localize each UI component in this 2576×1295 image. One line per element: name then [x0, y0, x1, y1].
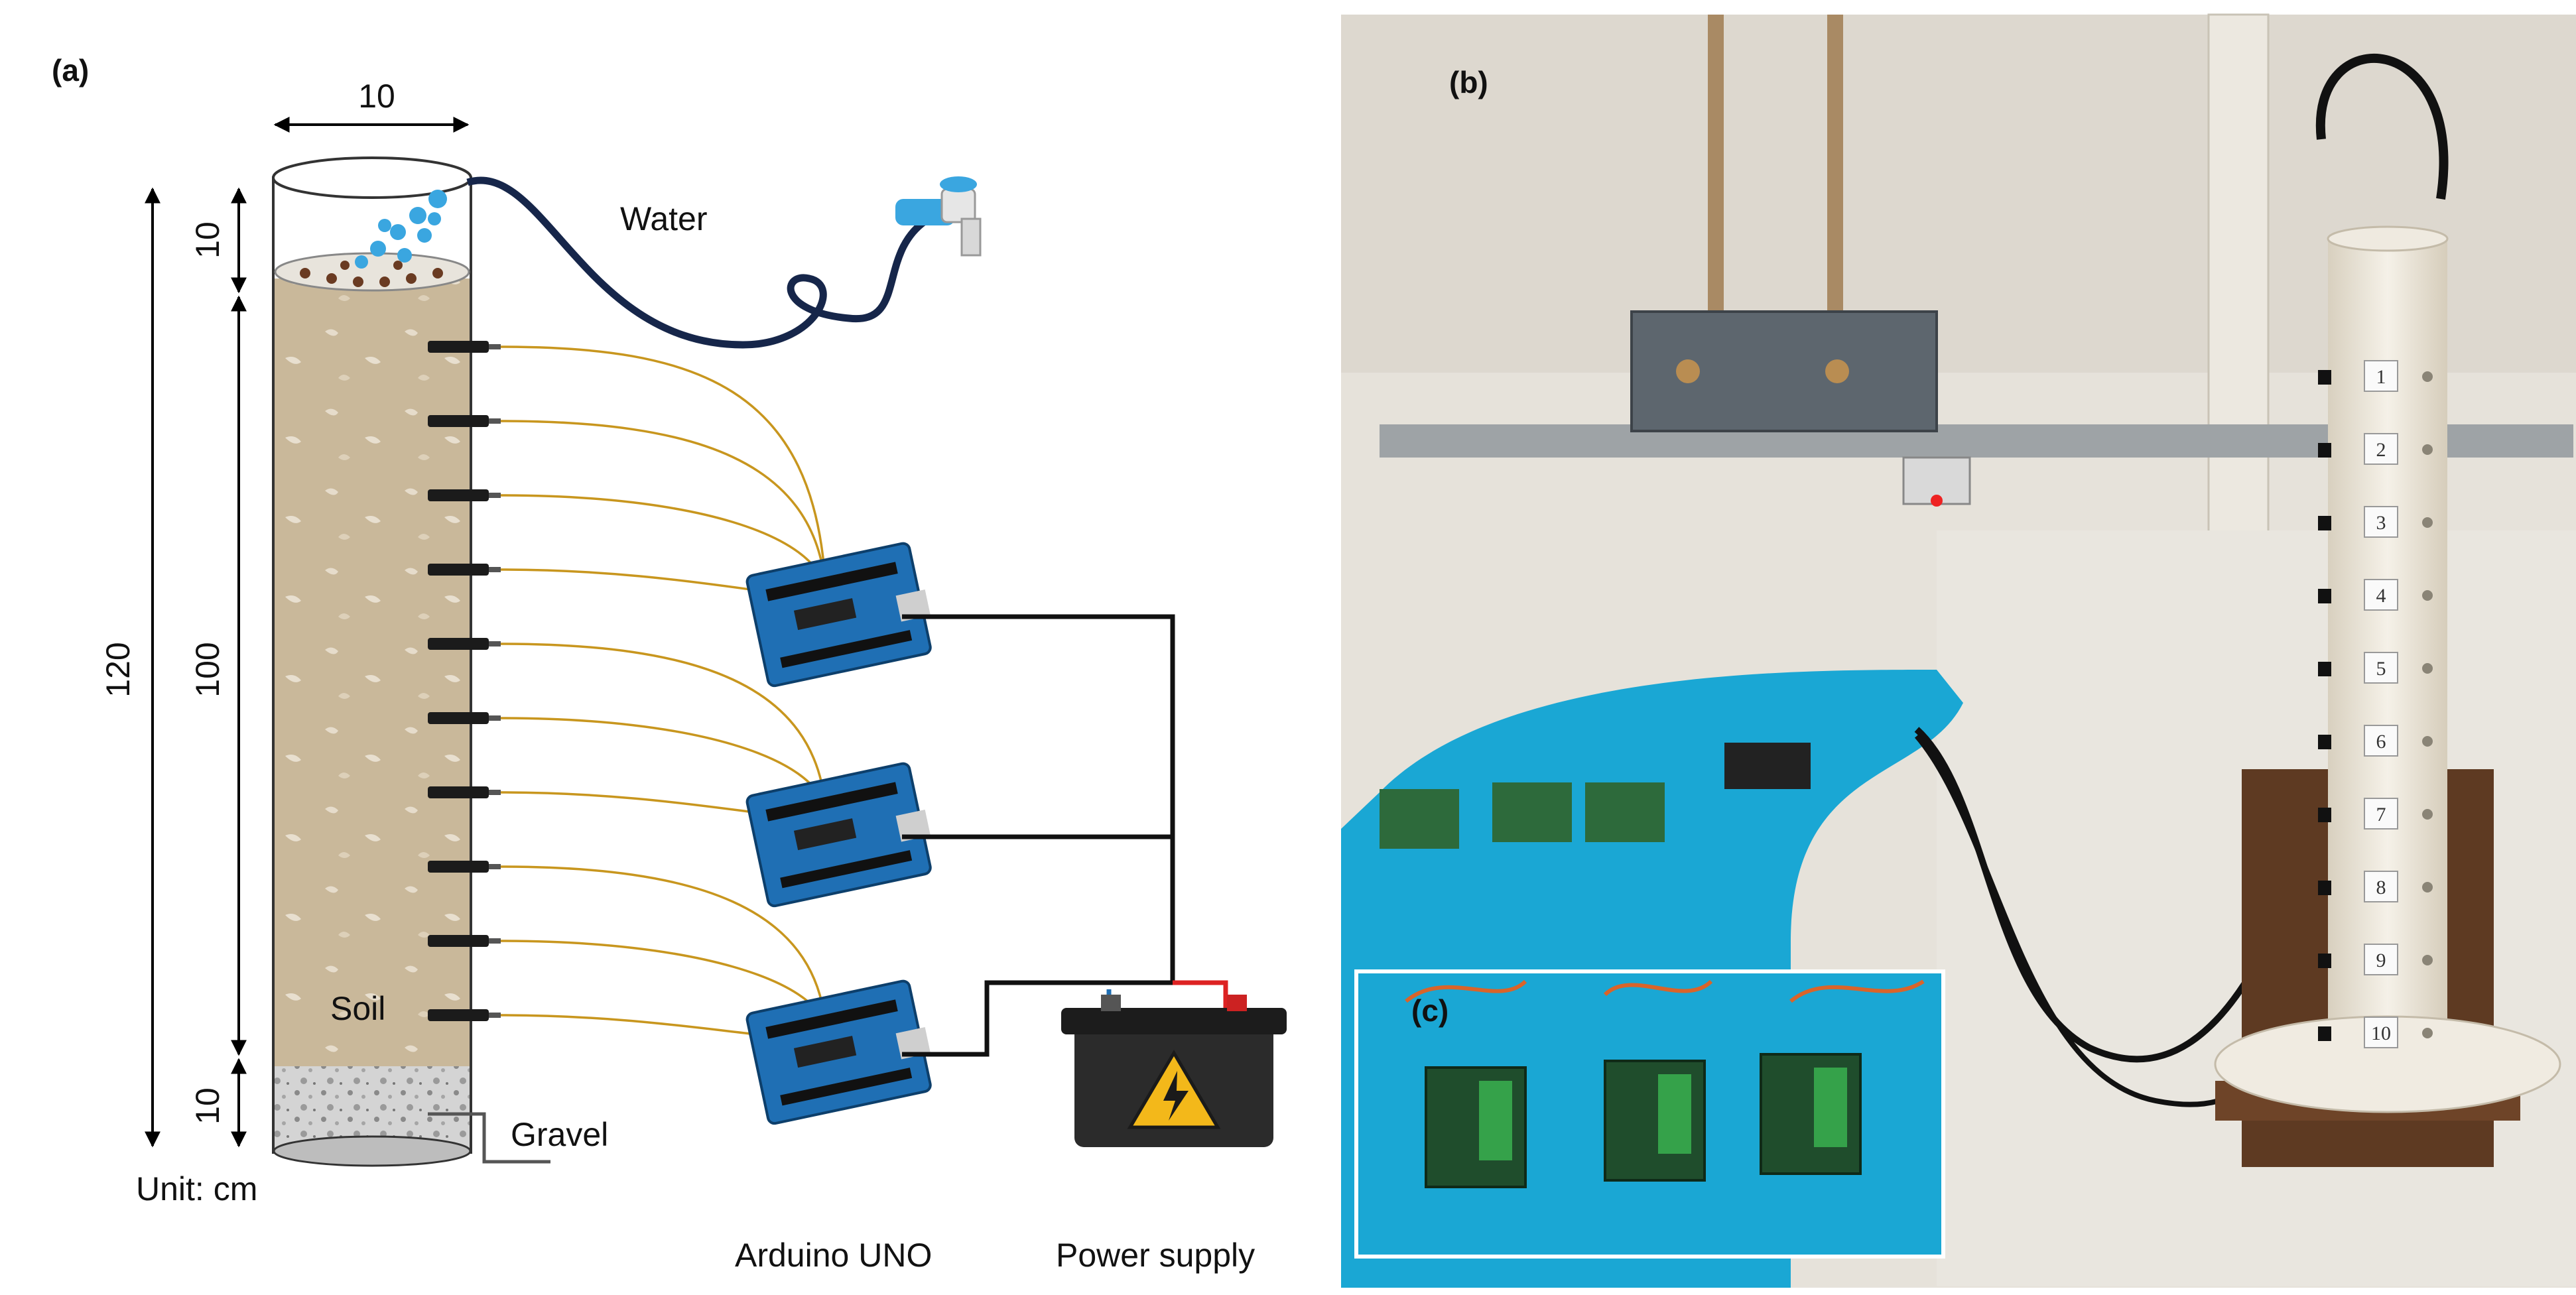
photo-sensor-number: 2 — [2376, 439, 2386, 461]
photo-sensor-number: 9 — [2376, 950, 2386, 971]
moisture-sensor — [428, 564, 501, 576]
soil-label: Soil — [330, 990, 385, 1027]
sensor-probe — [2318, 1026, 2331, 1041]
sensor-probe — [2318, 954, 2331, 968]
soil-column — [272, 156, 472, 1167]
moisture-sensors — [428, 341, 827, 1039]
column-top-rim — [272, 156, 472, 199]
panel-a-label: (a) — [52, 53, 89, 88]
sensor-probe — [2318, 881, 2331, 895]
water-hose — [466, 176, 956, 349]
photo-sensor-tag: 6 — [2318, 725, 2433, 757]
gravel-label: Gravel — [511, 1116, 608, 1153]
sensor-wire — [500, 345, 827, 591]
moisture-sensor — [428, 861, 501, 873]
gravel-height-label: 10 — [189, 1087, 226, 1125]
sensor-wire — [500, 420, 827, 591]
power-wires — [902, 614, 1228, 1057]
soil-height-label: 100 — [189, 642, 226, 697]
moisture-sensor — [428, 638, 501, 650]
top-gap-label: 10 — [189, 221, 226, 259]
photo-sensor-number: 5 — [2376, 658, 2386, 680]
photo-sensor-tag: 5 — [2318, 652, 2433, 684]
unit-label: Unit: cm — [136, 1170, 257, 1207]
water-drops — [355, 190, 447, 269]
moisture-sensor — [428, 489, 501, 501]
photo-sensor-number: 8 — [2376, 877, 2386, 898]
photo-sensor-tag: 8 — [2318, 871, 2433, 902]
sensor-probe — [2318, 589, 2331, 603]
sensor-probe — [2318, 662, 2331, 676]
plate-holes — [300, 261, 443, 287]
sensor-probe — [2318, 516, 2331, 530]
photo-sensor-tag: 7 — [2318, 798, 2433, 830]
photo-soil-column — [2328, 239, 2447, 1041]
moisture-sensor — [428, 786, 501, 798]
sensor-probe — [2318, 370, 2331, 385]
moisture-sensor — [428, 415, 501, 427]
photo-sensor-tag: 9 — [2318, 944, 2433, 975]
column-bottom — [273, 1135, 472, 1167]
sensor-wire — [500, 643, 827, 811]
gravel-leader-line — [428, 1112, 550, 1164]
photo-sensor-tag: 10 — [2318, 1017, 2433, 1048]
high-voltage-icon — [1127, 1050, 1221, 1129]
arduino-board-icon — [745, 762, 932, 908]
arduino-board-icon — [745, 542, 932, 688]
water-label: Water — [620, 200, 708, 237]
sensor-probe — [2318, 735, 2331, 749]
sensor-wire — [500, 865, 827, 1028]
photo-sensor-tag: 4 — [2318, 579, 2433, 611]
photo-sensor-number: 1 — [2376, 366, 2386, 388]
sensor-probe — [2318, 808, 2331, 822]
top-width-label: 10 — [358, 78, 395, 115]
photo-sensor-number: 4 — [2376, 585, 2386, 607]
arduino-label: Arduino UNO — [735, 1237, 932, 1274]
photo-sensor-tag: 3 — [2318, 506, 2433, 538]
photo-sensor-tag: 1 — [2318, 360, 2433, 392]
sensor-probe — [2318, 443, 2331, 458]
photo-sensor-number: 7 — [2376, 804, 2386, 826]
moisture-sensor — [428, 341, 501, 353]
photo-sensor-number: 10 — [2371, 1022, 2391, 1044]
photo-sensor-tag: 2 — [2318, 433, 2433, 465]
soil-layer — [275, 278, 470, 1066]
faucet-icon — [895, 176, 982, 257]
panel-c-label: (c) — [1411, 993, 1449, 1028]
inset-panel-c — [1354, 969, 1945, 1259]
photo-sensor-number: 3 — [2376, 512, 2386, 534]
panel-b-label: (b) — [1449, 65, 1488, 99]
power-label: Power supply — [1056, 1237, 1255, 1274]
moisture-sensor — [428, 712, 501, 724]
moisture-sensor — [428, 935, 501, 947]
battery-icon — [1061, 995, 1287, 1147]
total-height-label: 120 — [99, 642, 137, 697]
photo-sensor-number: 6 — [2376, 731, 2386, 753]
moisture-sensor — [428, 1009, 501, 1021]
arduino-board-icon — [745, 979, 932, 1125]
